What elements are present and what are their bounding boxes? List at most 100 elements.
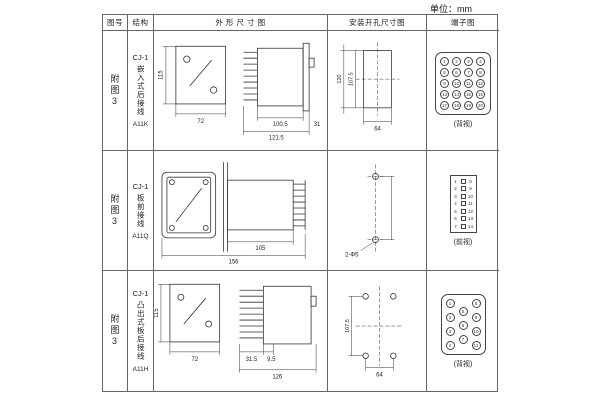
type-code: A11H: [132, 365, 149, 373]
fig-number-row2: 附图3: [103, 151, 128, 271]
model-label: CJ-1: [132, 181, 149, 191]
terminal-point: 17: [440, 101, 449, 110]
terminal-point: [460, 216, 466, 221]
unit-label: 单位：mm: [430, 4, 472, 14]
terminal-point: 11: [471, 340, 481, 350]
terminal-point: 10: [471, 326, 481, 336]
install-drawing-holes: 2-Φ5: [345, 163, 395, 258]
terminal-point: 5: [440, 68, 449, 77]
dim-overall-depth: 156: [229, 259, 240, 265]
terminal-point: 16: [476, 90, 485, 99]
side-view: [239, 285, 317, 345]
terminal-number: 6: [454, 216, 457, 221]
outline-cell-row3: 115 72 31.5 9.5 126: [154, 271, 328, 391]
dim-height: 115: [158, 69, 164, 79]
dim-depth1: 100.5: [273, 121, 289, 127]
terminal-point: 14: [452, 90, 461, 99]
dim-height: 115: [154, 308, 160, 318]
header-install: 安装开孔尺寸图: [328, 15, 427, 31]
install-drawing-cutout: 107.5 120 64: [337, 41, 400, 132]
dim-overall-depth: 126: [272, 375, 283, 381]
outline-drawing-flush-rear: 115 72 100.5 121.5 31: [158, 42, 321, 141]
side-view: [243, 42, 315, 111]
type-code: A11Q: [132, 232, 149, 240]
dim-gap: 9.5: [267, 357, 276, 363]
dim-cutout-width: 64: [374, 126, 381, 132]
header-structure: 结构: [128, 15, 154, 31]
terminal-point: [460, 223, 466, 229]
terminal-point: 12: [476, 79, 485, 88]
outline-drawing-front-wiring: 105 156: [161, 161, 306, 265]
structure-label: 凸出式板后接线: [136, 301, 146, 361]
terminal-point: 2: [452, 57, 461, 66]
terminal-point: 2: [445, 312, 455, 322]
terminal-point: 4: [476, 57, 485, 66]
terminal-number: 3: [454, 193, 457, 199]
dimension-lines: [348, 296, 394, 371]
dim-pin-length: 31.5: [246, 357, 258, 363]
side-view: [223, 161, 306, 252]
fig-number-row3: 附图3: [103, 271, 128, 391]
dim-hole-hspacing: 64: [376, 373, 383, 379]
terminal-number: 8: [469, 178, 472, 184]
terminal-point: 11: [464, 79, 473, 88]
terminal-point: [460, 193, 466, 199]
dim-flange: 31: [314, 121, 321, 127]
type-code: A11K: [132, 121, 149, 128]
structure-label: 板前接线: [136, 193, 146, 228]
header-fig: 图号: [103, 15, 128, 31]
terminal-point: 3: [464, 57, 473, 66]
install-cell-row1: 107.5 120 64: [328, 31, 427, 151]
terminal-point: 13: [440, 90, 449, 99]
terminal-number: 2: [454, 186, 457, 191]
terminal-view-label: (背视): [453, 121, 473, 128]
terminal-point: [460, 178, 466, 184]
terminal-point: 19: [464, 101, 473, 110]
terminal-number: 5: [454, 208, 457, 214]
dim-width: 72: [197, 118, 204, 124]
terminal-point: 9: [471, 312, 481, 322]
terminal-point: 7: [464, 68, 473, 77]
fig-number-row1: 附图3: [103, 31, 128, 151]
terminal-number: 10: [467, 193, 473, 199]
centerline: [367, 163, 384, 252]
dimension-lines: [161, 229, 306, 259]
header-outline: 外 形 尺 寸 图: [154, 15, 328, 31]
terminal-point: 10: [452, 79, 461, 88]
terminal-number: 14: [467, 223, 473, 229]
front-view: [161, 171, 217, 238]
terminal-strip-row: 3 10: [453, 193, 474, 199]
dim-overall-height: 120: [337, 74, 343, 83]
outline-cell-row1: 115 72 100.5 121.5 31: [154, 31, 328, 151]
terminal-strip-row: 7 14: [453, 223, 474, 229]
terminal-number: 1: [454, 178, 457, 184]
terminal-number: 9: [469, 186, 472, 191]
terminal-number: 12: [467, 208, 473, 214]
terminal-point: 20: [476, 101, 485, 110]
install-drawing-hole-pattern: 107.5 64: [345, 286, 404, 379]
terminal-strip-row: 5 12: [453, 208, 474, 214]
dim-body-depth: 105: [255, 245, 266, 251]
front-view: [169, 283, 221, 343]
mounting-holes: [372, 172, 379, 243]
terminal-number: 11: [468, 201, 473, 206]
outline-drawing-projecting-rear: 115 72 31.5 9.5 126: [154, 283, 317, 381]
model-label: CJ-1: [132, 53, 149, 62]
install-cell-row3: 107.5 64: [328, 271, 427, 391]
terminal-point: 3: [445, 326, 455, 336]
terminal-point: 1: [440, 57, 449, 66]
terminal-point: 8: [476, 68, 485, 77]
terminal-point: 9: [440, 79, 449, 88]
terminal-number: 7: [454, 223, 457, 229]
